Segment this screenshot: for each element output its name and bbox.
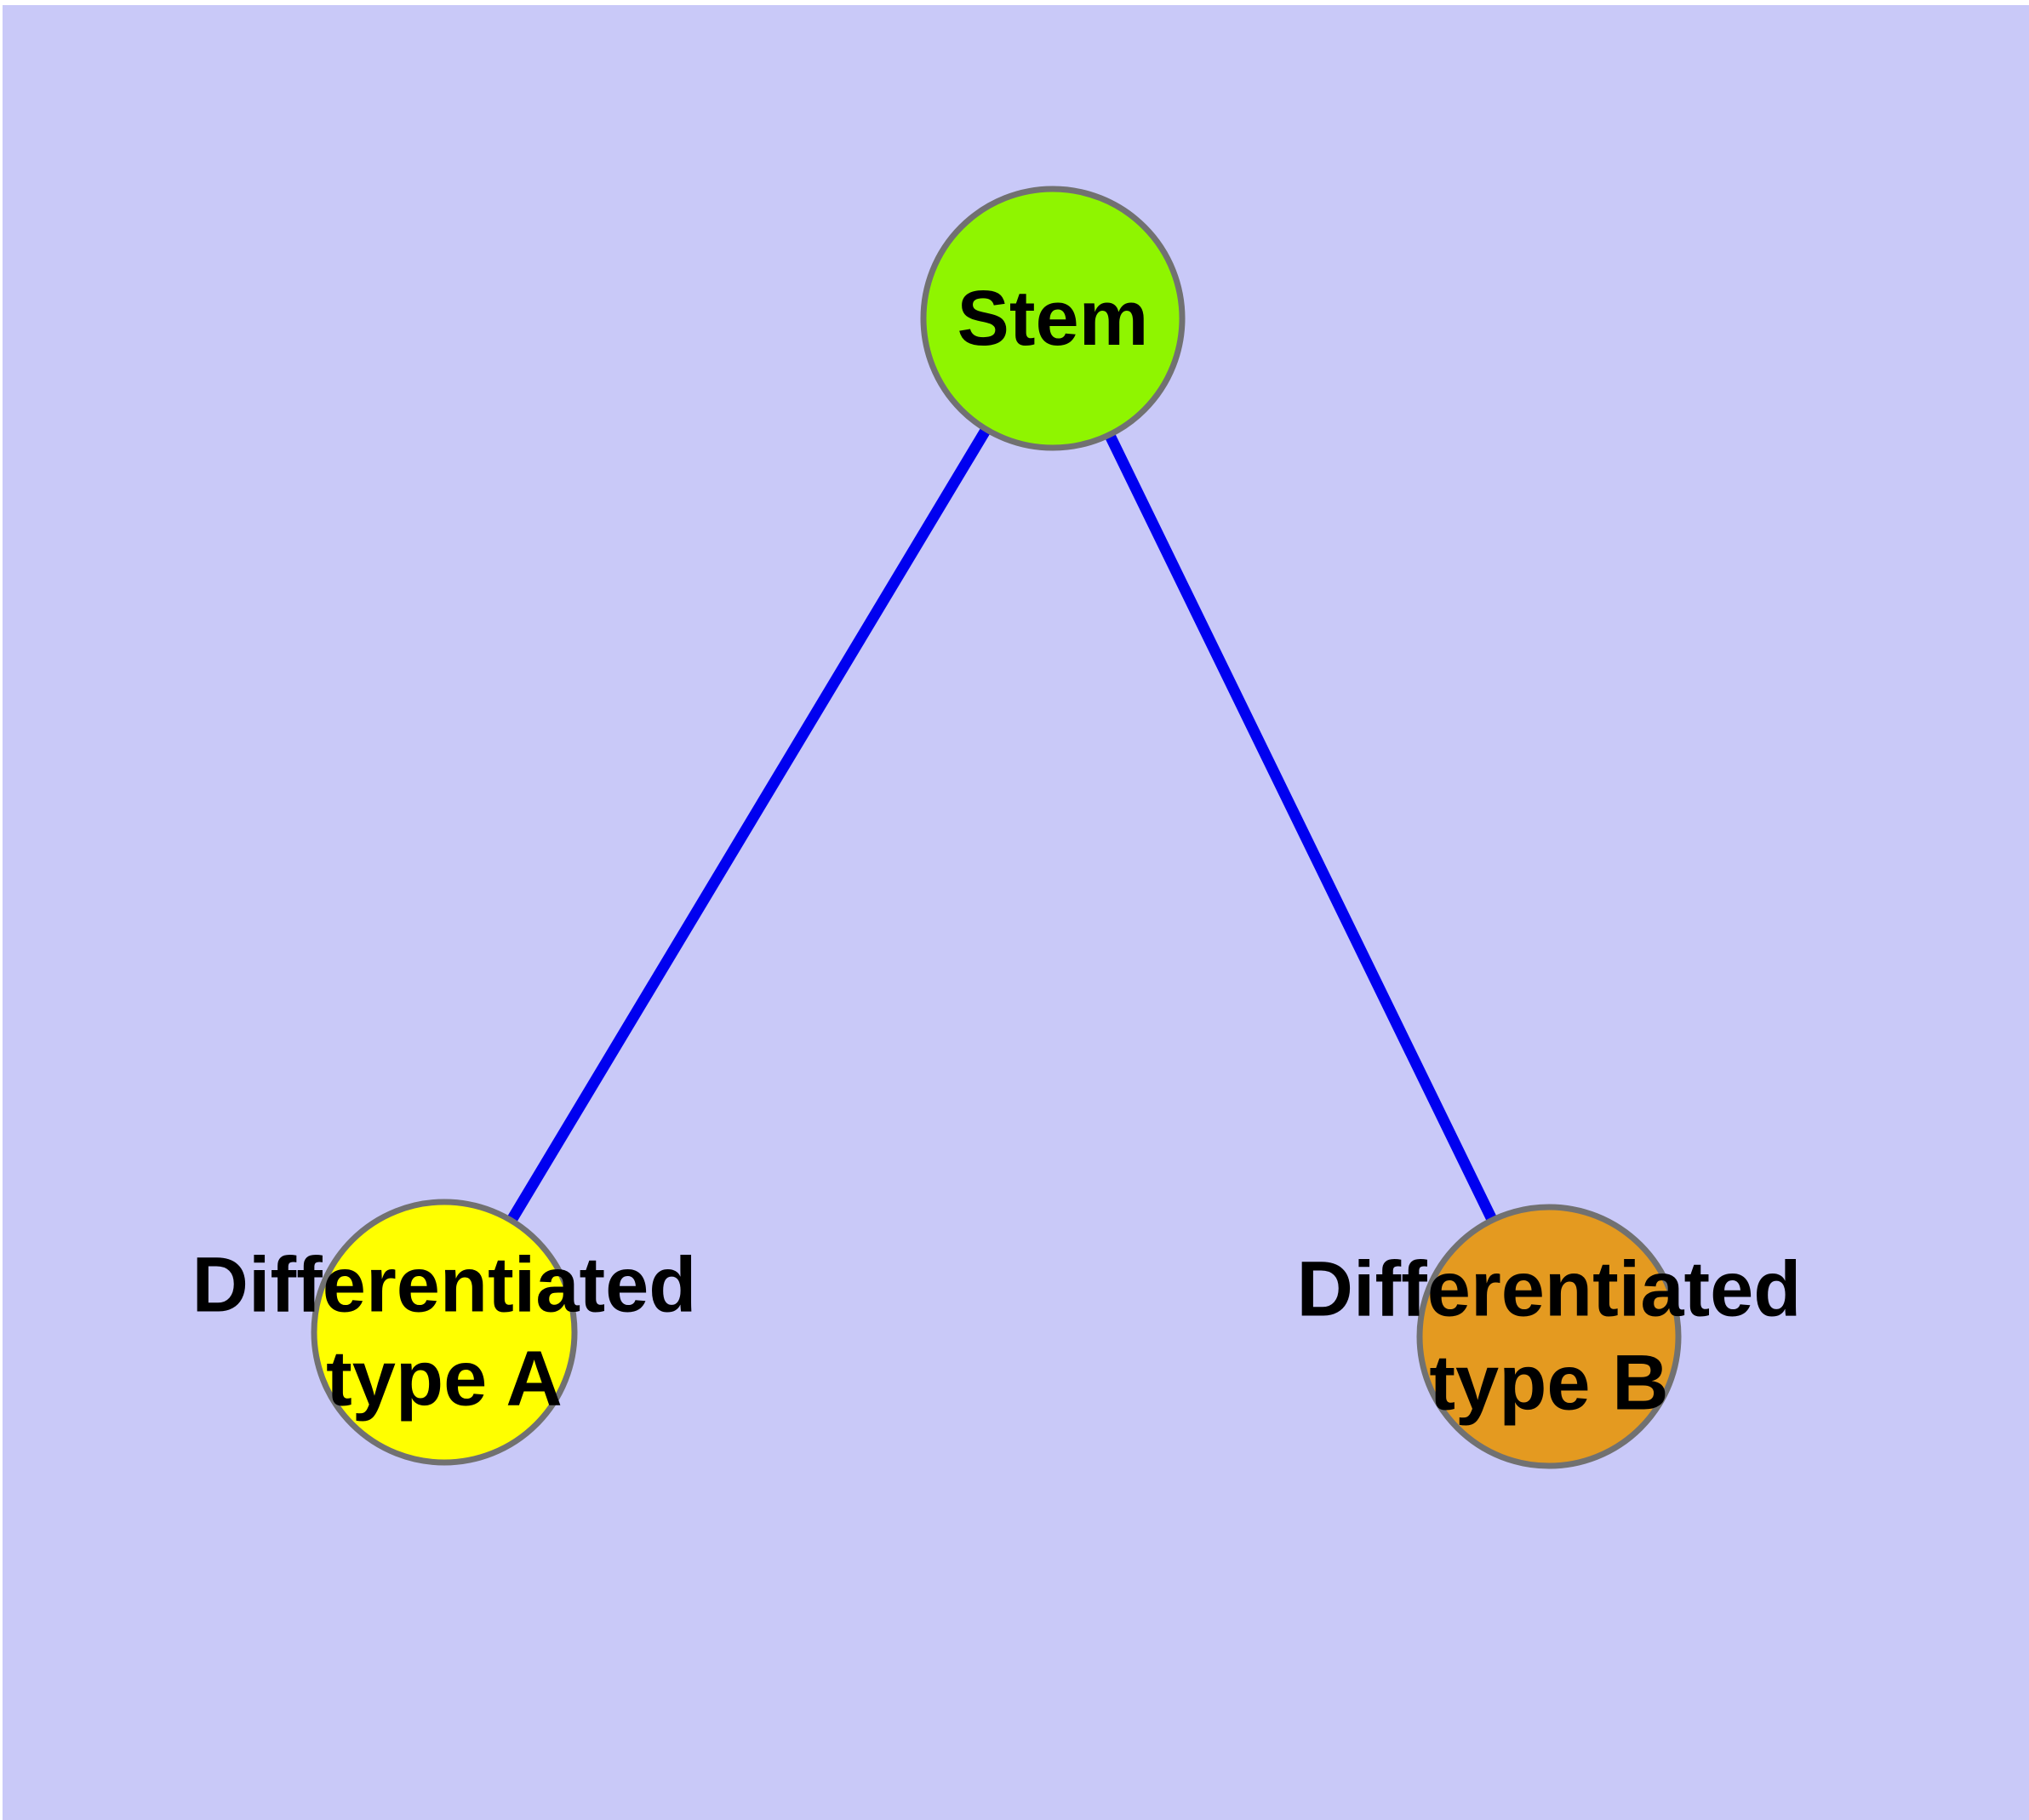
- nodes-layer: [311, 186, 1682, 1469]
- edge-stem-type-b: [1048, 316, 1554, 1339]
- node-circle-type-b: [1416, 1204, 1682, 1469]
- edges-layer: [439, 315, 1554, 1339]
- edge-stem-type-a: [439, 315, 1058, 1336]
- node-circle-type-a: [311, 1199, 578, 1466]
- node-circle-stem: [920, 186, 1186, 451]
